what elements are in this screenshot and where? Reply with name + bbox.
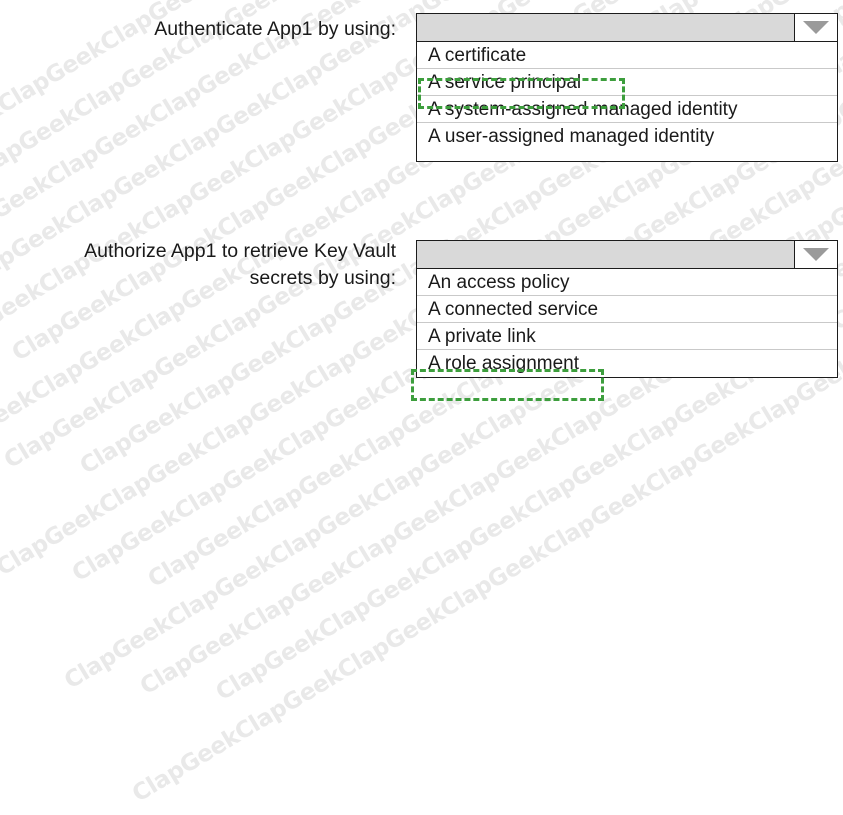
question-form: Authenticate App1 by using: A certificat… — [0, 0, 843, 401]
dropdown-header-authenticate[interactable] — [417, 13, 838, 42]
dropdown-option[interactable]: A private link — [417, 323, 837, 350]
dropdown-list-padding — [417, 150, 837, 161]
prompt-line: Authorize App1 to retrieve Key Vault — [84, 240, 396, 262]
dropdown-option[interactable]: A system-assigned managed identity — [417, 96, 837, 123]
prompt-line: secrets by using: — [249, 267, 396, 289]
dropdown-option[interactable]: An access policy — [417, 269, 837, 296]
prompt-line: Authenticate App1 by using: — [154, 18, 396, 40]
question-row-authenticate-app1: Authenticate App1 by using: A certificat… — [0, 0, 843, 208]
dropdown-option[interactable]: A certificate — [417, 42, 837, 69]
dropdown-authenticate-app1[interactable]: A certificate A service principal A syst… — [416, 13, 838, 162]
dropdown-option[interactable]: A connected service — [417, 296, 837, 323]
dropdown-authorize-key-vault[interactable]: An access policy A connected service A p… — [416, 240, 838, 378]
dropdown-option-selected[interactable]: A role assignment — [428, 353, 580, 374]
chevron-down-icon[interactable] — [794, 240, 838, 269]
question-prompt-authenticate: Authenticate App1 by using: — [6, 16, 396, 43]
chevron-down-glyph — [803, 21, 829, 34]
dropdown-header-authorize[interactable] — [417, 240, 838, 269]
dropdown-options-authorize: An access policy A connected service A p… — [417, 269, 837, 377]
dropdown-option[interactable]: A user-assigned managed identity — [428, 126, 715, 147]
chevron-down-glyph — [803, 248, 829, 261]
dropdown-option-selected[interactable]: A service principal — [417, 69, 837, 96]
chevron-down-icon[interactable] — [794, 13, 838, 42]
question-prompt-authorize: Authorize App1 to retrieve Key Vault sec… — [6, 238, 396, 292]
dropdown-options-authenticate: A certificate A service principal A syst… — [417, 42, 837, 150]
